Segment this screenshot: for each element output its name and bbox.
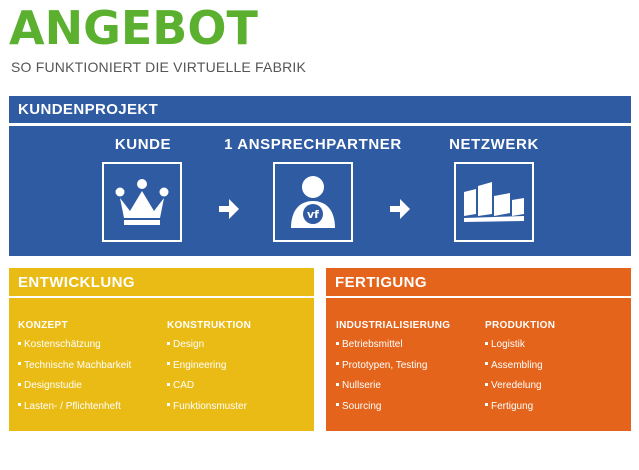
list-item: Kostenschätzung bbox=[18, 340, 131, 350]
bullet-icon bbox=[336, 362, 339, 366]
netzwerk-box bbox=[454, 162, 534, 242]
kunde-box bbox=[102, 162, 182, 242]
industrialisierung-column: INDUSTRIALISIERUNG Betriebsmittel Protot… bbox=[336, 320, 450, 422]
bullet-icon bbox=[485, 362, 488, 366]
bullet-icon bbox=[167, 382, 170, 386]
column-heading: PRODUKTION bbox=[485, 320, 556, 331]
ansprechpartner-box: vf bbox=[273, 162, 353, 242]
column-heading: INDUSTRIALISIERUNG bbox=[336, 320, 451, 331]
step-label-kunde: KUNDE bbox=[114, 136, 172, 153]
list-item: Veredelung bbox=[485, 381, 555, 391]
page-subtitle: SO FUNKTIONIERT DIE VIRTUELLE FABRIK bbox=[11, 59, 307, 75]
bullet-icon bbox=[336, 382, 339, 386]
list-item: Assembling bbox=[485, 360, 555, 371]
fertigung-header: FERTIGUNG bbox=[326, 268, 631, 296]
arrow-right-icon bbox=[390, 199, 410, 219]
list-item: CAD bbox=[167, 381, 251, 391]
bullet-icon bbox=[167, 341, 170, 345]
bullet-icon bbox=[336, 341, 339, 345]
list-item: Prototypen, Testing bbox=[336, 360, 450, 371]
konzept-column: KONZEPT Kostenschätzung Technische Machb… bbox=[18, 320, 131, 422]
list-item: Design bbox=[167, 340, 251, 350]
network-icon bbox=[464, 182, 524, 222]
crown-icon bbox=[115, 179, 169, 225]
column-heading: KONZEPT bbox=[18, 320, 68, 331]
person-icon: vf bbox=[291, 176, 335, 228]
kundenprojekt-header: KUNDENPROJEKT bbox=[9, 96, 631, 123]
list-item: Betriebsmittel bbox=[336, 340, 450, 350]
bullet-icon bbox=[167, 403, 170, 407]
list-item: Fertigung bbox=[485, 401, 555, 412]
vf-badge-text: vf bbox=[307, 208, 319, 221]
bullet-icon bbox=[485, 382, 488, 386]
list-item: Technische Machbarkeit bbox=[18, 360, 131, 371]
entwicklung-panel bbox=[9, 298, 314, 431]
bullet-icon bbox=[336, 403, 339, 407]
page-title: ANGEBOT bbox=[9, 1, 258, 55]
list-item: Nullserie bbox=[336, 381, 450, 391]
entwicklung-header: ENTWICKLUNG bbox=[9, 268, 314, 296]
fertigung-title: FERTIGUNG bbox=[335, 273, 427, 291]
list-item: Funktionsmuster bbox=[167, 401, 251, 412]
step-label-ansprechpartner: 1 ANSPRECHPARTNER bbox=[224, 136, 402, 153]
bullet-icon bbox=[485, 403, 488, 407]
bullet-icon bbox=[485, 341, 488, 345]
step-label-netzwerk: NETZWERK bbox=[449, 136, 539, 153]
list-item: Logistik bbox=[485, 340, 555, 350]
list-item: Sourcing bbox=[336, 401, 450, 412]
bullet-icon bbox=[18, 341, 21, 345]
column-heading: KONSTRUKTION bbox=[167, 320, 252, 331]
arrow-right-icon bbox=[219, 199, 239, 219]
list-item: Engineering bbox=[167, 360, 251, 371]
list-item: Designstudie bbox=[18, 381, 131, 391]
bullet-icon bbox=[167, 362, 170, 366]
produktion-column: PRODUKTION Logistik Assembling Veredelun… bbox=[485, 320, 555, 422]
entwicklung-title: ENTWICKLUNG bbox=[18, 273, 135, 291]
konstruktion-column: KONSTRUKTION Design Engineering CAD Funk… bbox=[167, 320, 251, 422]
bullet-icon bbox=[18, 382, 21, 386]
fertigung-panel bbox=[326, 298, 631, 431]
bullet-icon bbox=[18, 403, 21, 407]
list-item: Lasten- / Pflichtenheft bbox=[18, 401, 131, 412]
kundenprojekt-title: KUNDENPROJEKT bbox=[18, 101, 159, 118]
bullet-icon bbox=[18, 362, 21, 366]
